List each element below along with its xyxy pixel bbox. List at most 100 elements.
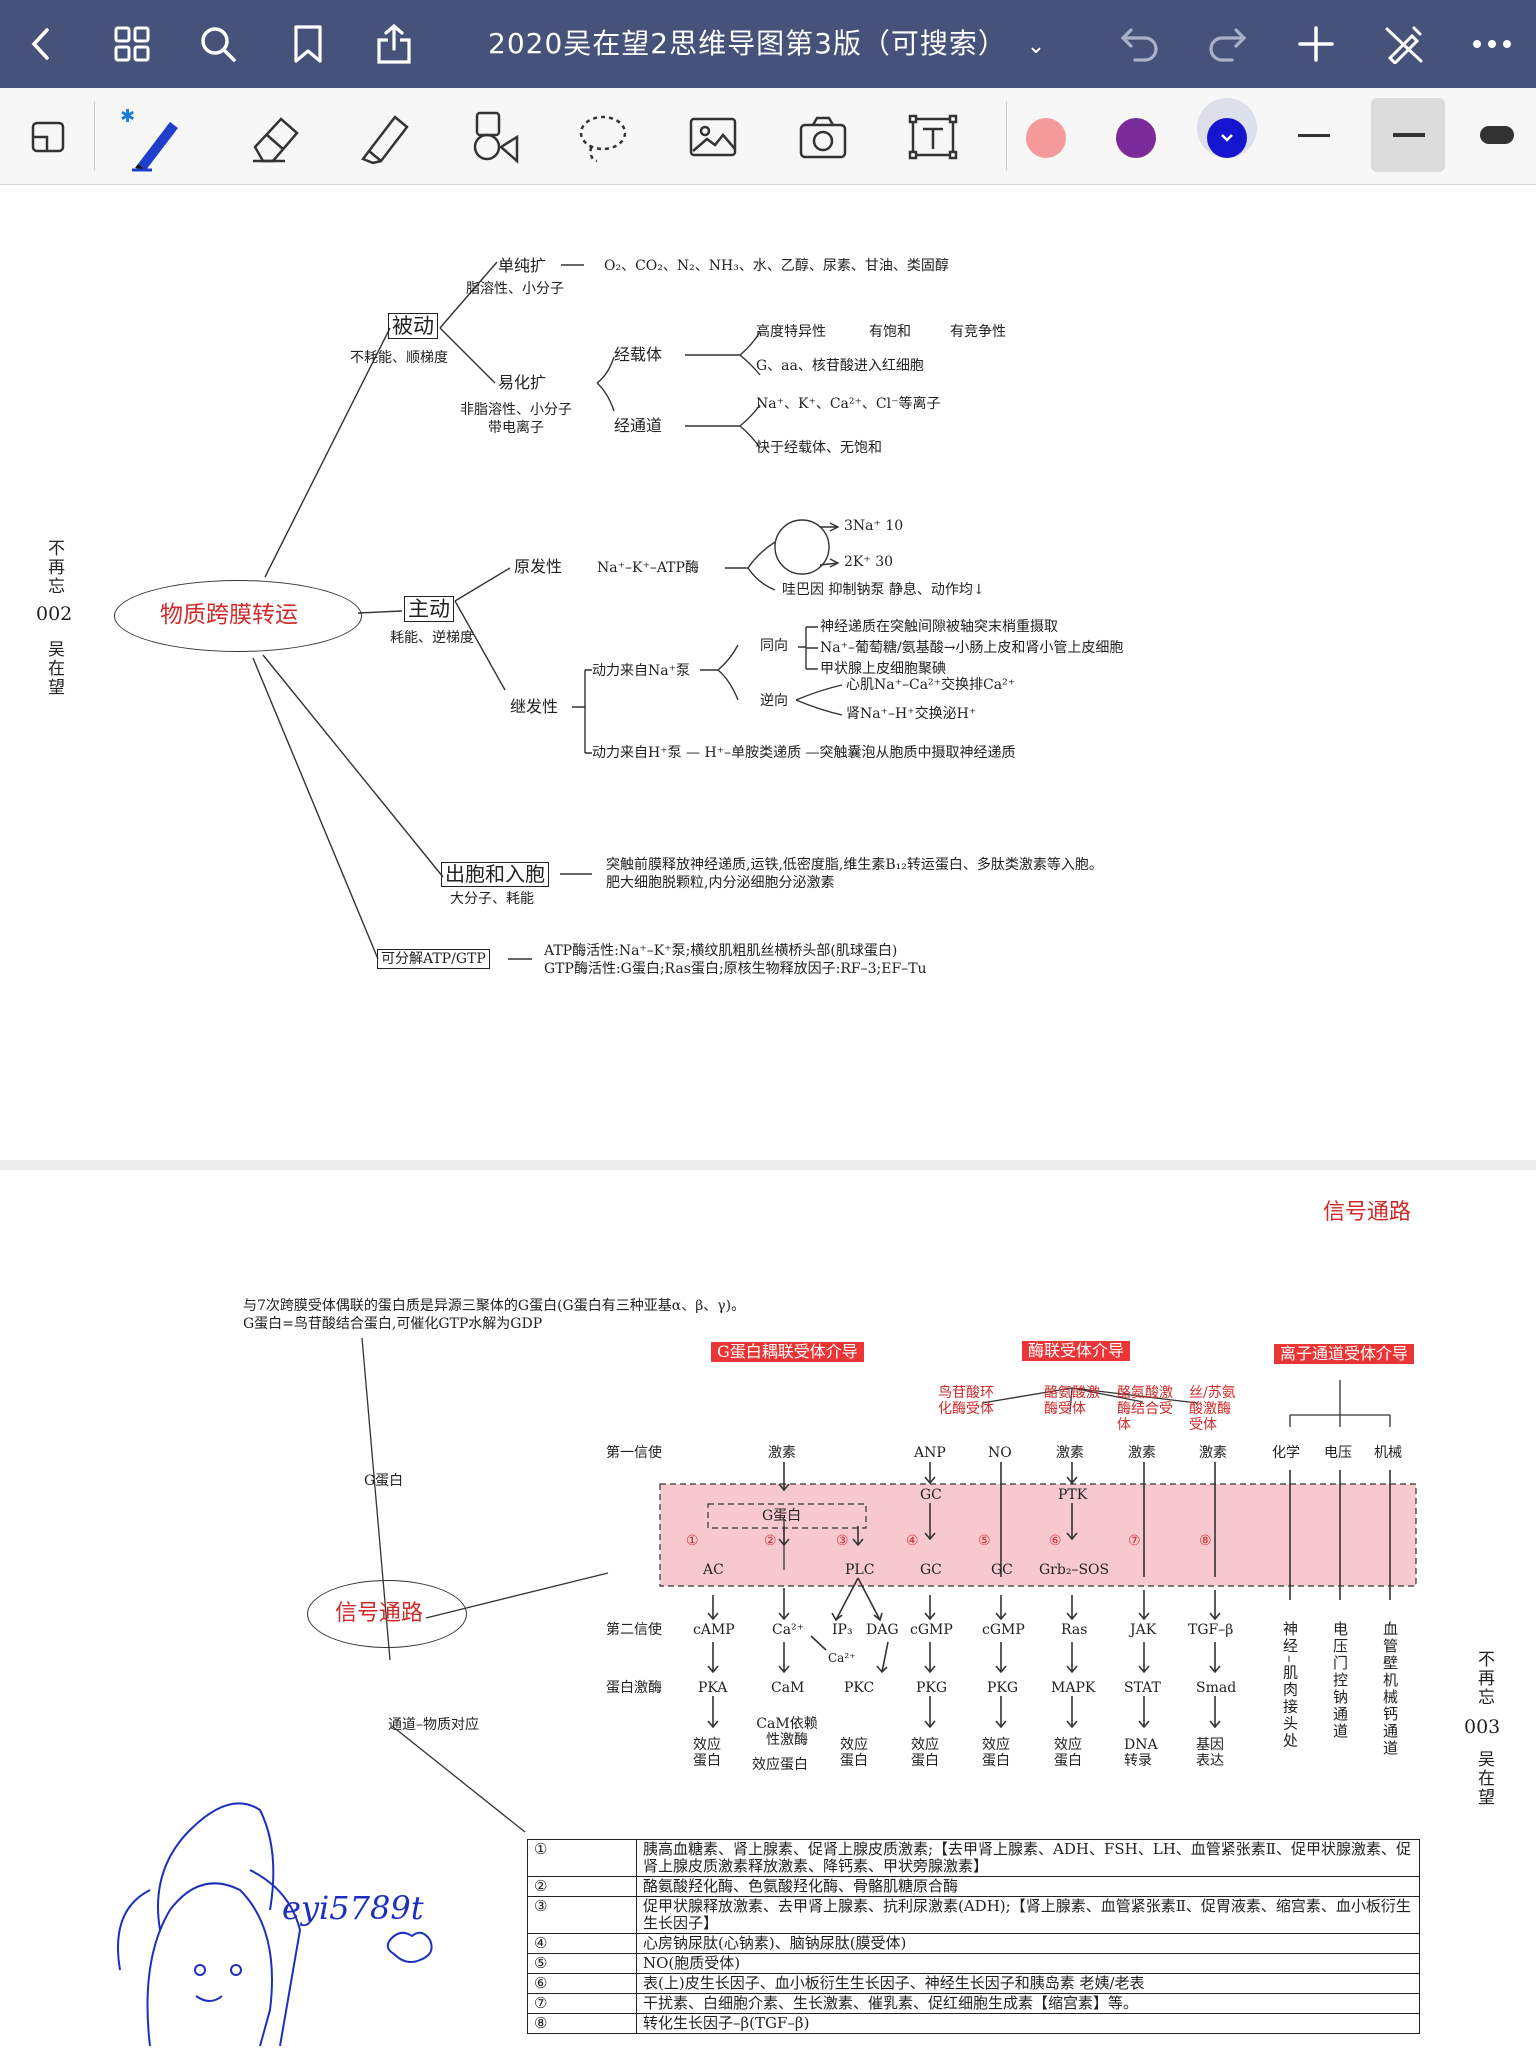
- highlighter-icon[interactable]: [350, 102, 420, 172]
- lasso-icon[interactable]: [568, 102, 638, 172]
- effect: DNA转录: [1124, 1737, 1158, 1769]
- undo-icon[interactable]: [1118, 22, 1162, 66]
- row-first-messenger: 第一信使: [606, 1445, 662, 1461]
- sub-st: 丝/苏氨酸激酶受体: [1189, 1385, 1236, 1433]
- medium-stroke-option[interactable]: [1393, 133, 1425, 137]
- first-messenger: 激素: [768, 1445, 796, 1461]
- color-swatch-purple[interactable]: [1116, 118, 1156, 158]
- effector: GC: [991, 1562, 1013, 1578]
- node-simple: 单纯扩: [498, 256, 547, 275]
- ion-type: 机械: [1374, 1445, 1402, 1461]
- side-text-b: 吴在望: [1474, 1750, 1494, 1807]
- node-passive: 被动: [388, 313, 438, 339]
- node-channel: 经通道: [614, 416, 663, 435]
- kinase: PKG: [916, 1680, 948, 1696]
- image-icon[interactable]: [678, 102, 748, 172]
- from-na: 动力来自Na⁺泵: [592, 663, 690, 679]
- row-number: ⑤: [527, 1953, 637, 1974]
- ouabain: 哇巴因 抑制钠泵 静息、动作均↓: [782, 582, 985, 598]
- thin-stroke-option[interactable]: [1298, 134, 1330, 137]
- row-second-messenger: 第二信使: [606, 1622, 662, 1638]
- color-swatch-pink[interactable]: [1026, 118, 1066, 158]
- facil-sub2: 带电离子: [488, 420, 544, 436]
- effect: 效应蛋白: [1054, 1737, 1082, 1769]
- na-k-pump: Na⁺–K⁺–ATP酶: [597, 560, 699, 576]
- node-atp: 可分解ATP/GTP: [377, 949, 490, 969]
- effector: Grb₂–SOS: [1039, 1562, 1110, 1578]
- exo-line1: 突触前膜释放神经递质,运铁,低密度脂,维生素B₁₂转运蛋白、多肽类激素等入胞。: [606, 857, 1103, 873]
- ion-effect: 血管壁机械钙通道: [1381, 1621, 1399, 1757]
- row-text: 心房钠尿肽(心钠素)、脑钠尿肽(膜受体): [636, 1933, 1420, 1954]
- text-box-icon[interactable]: [898, 102, 968, 172]
- k-in: 2K⁺ 30: [844, 554, 894, 570]
- antiport-1: 心肌Na⁺–Ca²⁺交换排Ca²⁺: [846, 677, 1016, 693]
- lasso-page-icon[interactable]: [14, 102, 84, 172]
- simple-items: O₂、CO₂、N₂、NH₃、水、乙醇、尿素、甘油、类固醇: [604, 258, 949, 274]
- second-messenger: cAMP: [693, 1622, 735, 1638]
- more-icon[interactable]: [1470, 22, 1514, 66]
- node-active: 主动: [404, 596, 454, 622]
- node-carrier: 经载体: [614, 345, 663, 364]
- share-icon[interactable]: [372, 22, 416, 66]
- ion-effect: 神经–肌肉接头处: [1281, 1621, 1299, 1750]
- back-icon[interactable]: [20, 22, 64, 66]
- center-node: 物质跨膜转运: [160, 602, 298, 628]
- effect-cam-protein: 效应蛋白: [752, 1757, 808, 1773]
- from-h: 动力来自H⁺泵 — H⁺–单胺类递质 —突触囊泡从胞质中摄取神经递质: [592, 745, 1016, 761]
- kinase: STAT: [1124, 1680, 1161, 1696]
- node-secondary: 继发性: [510, 697, 559, 716]
- center-ellipse: [307, 1580, 467, 1648]
- divider: [94, 102, 95, 170]
- second-messenger: cGMP: [982, 1622, 1025, 1638]
- effector: GC: [920, 1562, 942, 1578]
- shapes-icon[interactable]: [460, 102, 530, 172]
- node-primary: 原发性: [514, 557, 563, 576]
- page-heading: 信号通路: [1323, 1200, 1412, 1225]
- pencil-off-icon[interactable]: [1382, 22, 1426, 66]
- second-messenger: cGMP: [910, 1622, 953, 1638]
- side-text-b: 吴在望: [44, 640, 64, 697]
- first-messenger: 激素: [1056, 1445, 1084, 1461]
- node-exo-endo: 出胞和入胞: [441, 862, 549, 887]
- search-icon[interactable]: [196, 22, 240, 66]
- channel-b: 快于经载体、无饱和: [756, 440, 882, 456]
- document-title[interactable]: 2020吴在望2思维导图第3版（可搜索） ⌄: [488, 22, 1046, 69]
- grid-icon[interactable]: [110, 22, 154, 66]
- add-icon[interactable]: [1294, 22, 1338, 66]
- effect: 效应蛋白: [911, 1737, 939, 1769]
- node-facil: 易化扩: [498, 373, 547, 392]
- pen-tool-icon[interactable]: ✱: [118, 102, 188, 172]
- kinase: PKG: [987, 1680, 1019, 1696]
- eraser-icon[interactable]: [240, 102, 310, 172]
- effect: 效应蛋白: [840, 1737, 868, 1769]
- row-text: NO(胞质受体): [636, 1953, 1420, 1974]
- pathway-num: ⑦: [1128, 1533, 1141, 1549]
- camera-icon[interactable]: [788, 102, 858, 172]
- color-swatch-blue[interactable]: [1207, 118, 1247, 158]
- intro-line1: 与7次跨膜受体偶联的蛋白质是异源三聚体的G蛋白(G蛋白有三种亚基α、β、γ)。: [243, 1298, 746, 1314]
- side-text-a: 不再忘: [1474, 1650, 1494, 1707]
- membrane-gc: GC: [920, 1487, 942, 1503]
- svg-text:✱: ✱: [120, 106, 135, 127]
- bookmark-icon[interactable]: [286, 22, 330, 66]
- second-messenger: Ras: [1061, 1622, 1088, 1638]
- thick-stroke-option[interactable]: [1480, 126, 1514, 144]
- ion-type: 化学: [1272, 1445, 1300, 1461]
- active-sub: 耗能、逆梯度: [390, 630, 474, 646]
- kinase: CaM: [771, 1680, 805, 1696]
- row-number: ①: [527, 1839, 637, 1877]
- effect: 效应蛋白: [982, 1737, 1010, 1769]
- page-002: 不再忘 002 吴在望 物质跨膜转运 被动 不耗能、顺梯度 单纯扩 脂溶性、小分…: [0, 185, 1536, 1160]
- atp-line2: GTP酶活性:G蛋白;Ras蛋白;原核生物释放因子:RF–3;EF–Tu: [544, 961, 927, 977]
- carrier-a2: 有饱和: [869, 324, 911, 340]
- redo-icon[interactable]: [1205, 22, 1249, 66]
- header-gpcr: G蛋白耦联受体介导: [711, 1342, 864, 1362]
- row-text: 表(上)皮生长因子、血小板衍生生长因子、神经生长因子和胰岛素 老姨/老表: [636, 1973, 1420, 1994]
- facil-sub1: 非脂溶性、小分子: [460, 402, 572, 418]
